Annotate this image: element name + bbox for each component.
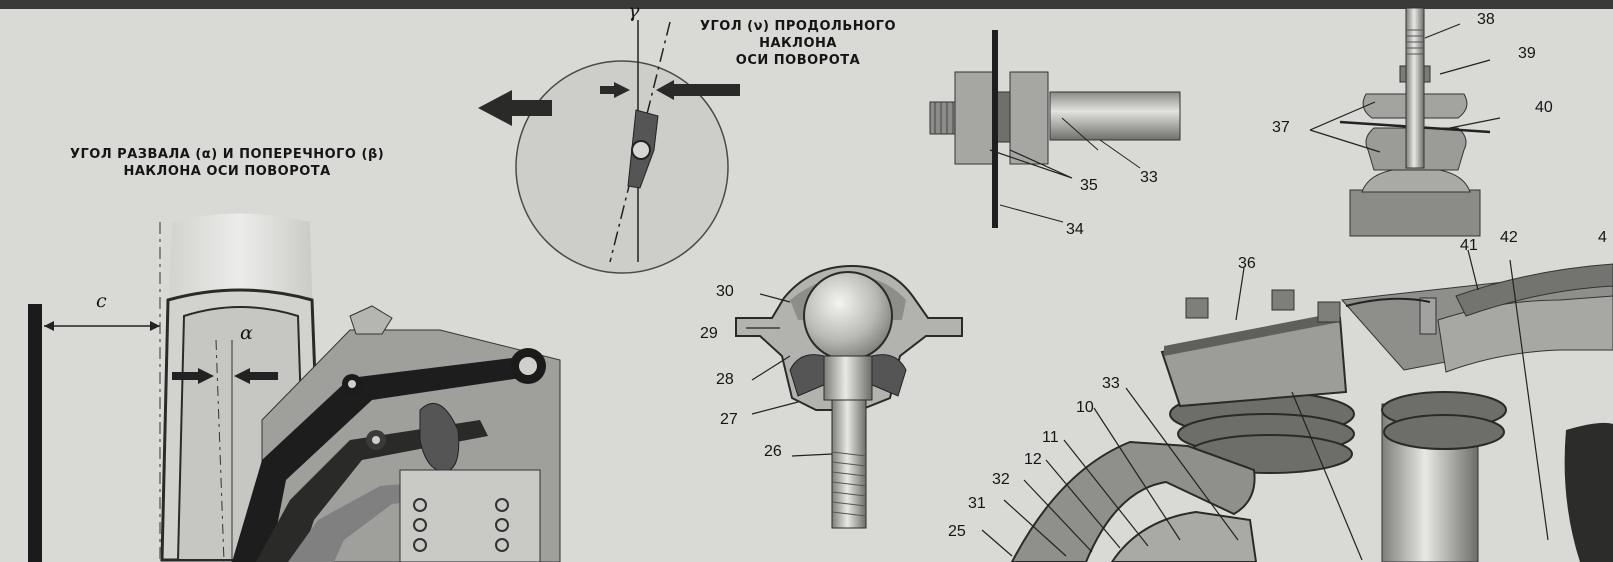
- caster-caption-line-1: УГОЛ (ν) ПРОДОЛЬНОГО: [700, 19, 897, 34]
- gamma-symbol: γ: [628, 0, 640, 22]
- ball-joint: [735, 264, 963, 529]
- caster-caption: УГОЛ (ν) ПРОДОЛЬНОГО НАКЛОНА ОСИ ПОВОРОТ…: [700, 18, 896, 69]
- callout-32: 32: [992, 471, 1010, 488]
- caster-angle-diagram: [478, 20, 740, 274]
- callout-40: 40: [1535, 99, 1553, 116]
- callout-42: 42: [1500, 229, 1518, 246]
- callout-37: 37: [1272, 119, 1290, 136]
- arrow-left-small: [656, 80, 740, 100]
- callout-10: 10: [1076, 399, 1094, 416]
- callout-34: 34: [1066, 221, 1084, 238]
- caster-caption-line-3: ОСИ ПОВОРОТА: [735, 53, 861, 68]
- callout-30: 30: [716, 283, 734, 300]
- top-frame-bar: [0, 0, 1613, 9]
- callout-35: 35: [1080, 177, 1098, 194]
- callout-39: 39: [1518, 45, 1536, 62]
- alpha-symbol: α: [240, 322, 253, 344]
- callout-26: 26: [764, 443, 782, 460]
- arrow-left-large: [478, 90, 552, 126]
- callout-31: 31: [968, 495, 986, 512]
- camber-diagram: [28, 213, 561, 562]
- callout-29: 29: [700, 325, 718, 342]
- callout-28: 28: [716, 371, 734, 388]
- callout-41: 41: [1460, 237, 1478, 254]
- callout-36: 36: [1238, 255, 1256, 272]
- callout-4-partial: 4: [1598, 229, 1607, 246]
- rod-nut-assembly: [929, 30, 1181, 228]
- shock-mount-assembly: [1309, 7, 1501, 237]
- camber-caption-line-1: УГОЛ РАЗВАЛА (α) И ПОПЕРЕЧНОГО (β): [70, 147, 385, 162]
- callout-33-top: 33: [1140, 169, 1158, 186]
- suspension-assembly: [981, 249, 1613, 562]
- callout-38: 38: [1477, 11, 1495, 28]
- camber-caption: УГОЛ РАЗВАЛА (α) И ПОПЕРЕЧНОГО (β) НАКЛО…: [70, 146, 384, 180]
- offset-c-symbol: c: [96, 290, 107, 312]
- arrow-right-small: [600, 82, 630, 98]
- camber-caption-line-2: НАКЛОНА ОСИ ПОВОРОТА: [123, 164, 331, 179]
- callout-33-low: 33: [1102, 375, 1120, 392]
- callout-27: 27: [720, 411, 738, 428]
- callout-25: 25: [948, 523, 966, 540]
- callout-12: 12: [1024, 451, 1042, 468]
- caster-caption-line-2: НАКЛОНА: [759, 36, 837, 51]
- callout-11: 11: [1042, 429, 1059, 446]
